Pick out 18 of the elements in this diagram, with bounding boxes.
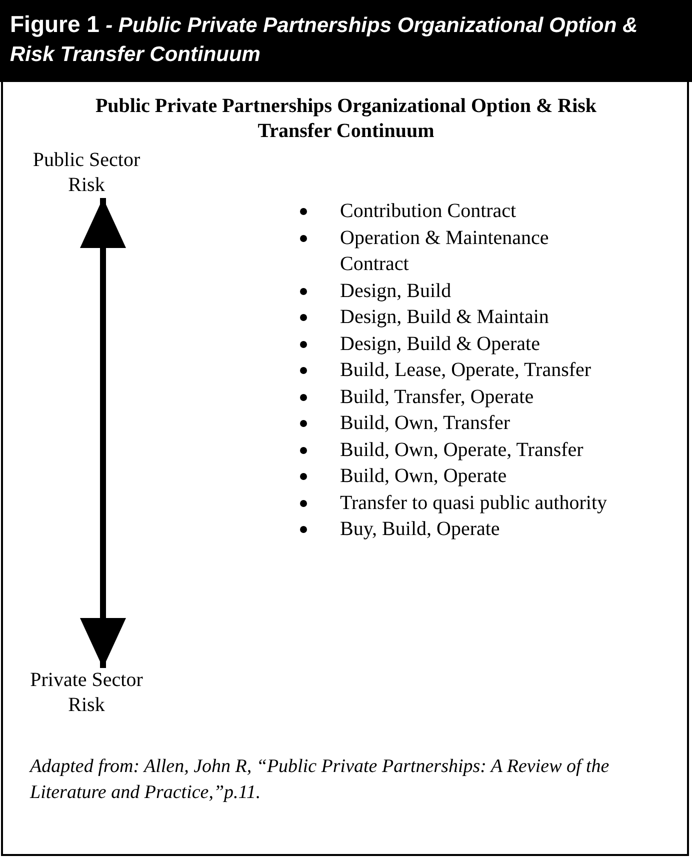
list-item: Build, Own, Operate (340, 465, 507, 487)
list-item: Build, Lease, Operate, Transfer (340, 359, 592, 381)
double-arrow (80, 198, 126, 668)
list-item: Buy, Build, Operate (340, 518, 500, 540)
axis-end-label: Private Sector Risk (24, 668, 149, 718)
list-item: Design, Build & Operate (340, 332, 540, 354)
list-item: Build, Own, Operate, Transfer (340, 438, 584, 460)
list-item: Operation & Maintenance Contract (340, 226, 549, 275)
list-item: Contribution Contract (340, 200, 516, 222)
list-item: Design, Build (340, 280, 452, 302)
list-item: Build, Own, Transfer (340, 412, 510, 434)
diagram-heading: Public Private Partnerships Organizational Option & Risk Transfer Continuum (94, 94, 598, 144)
list-item: Design, Build & Maintain (340, 306, 549, 328)
figure-title: Figure 1 - Public Private Partnerships Organizational Option & Risk Transfer Continuum (0, 0, 692, 82)
list-item: Build, Transfer, Operate (340, 386, 534, 408)
axis-end-label: Public Sector Risk (24, 148, 149, 198)
caption: Adapted from: Allen, John R, “Public Private Partnerships: A Review of the Literature and Practice,”p.11. (30, 755, 610, 805)
list-item: Transfer to quasi public authority (340, 492, 608, 514)
